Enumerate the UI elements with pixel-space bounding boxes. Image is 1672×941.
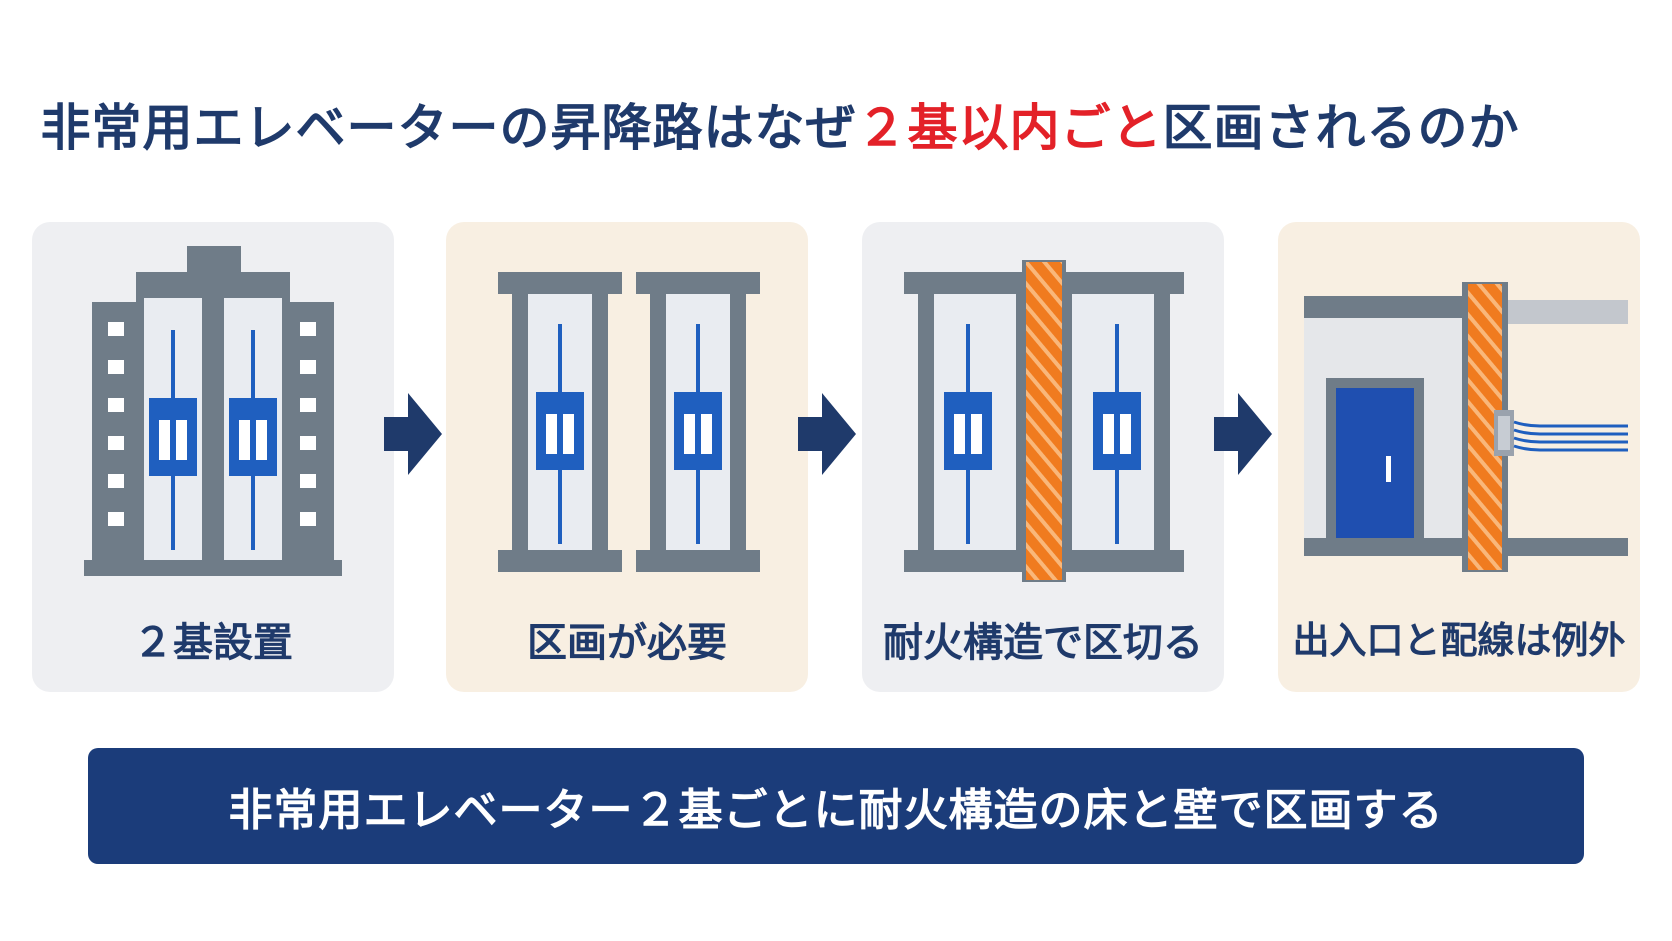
separated-shafts-icon bbox=[498, 272, 760, 572]
building-two-elevators-icon bbox=[84, 246, 342, 576]
arrow-right-icon bbox=[798, 393, 856, 475]
fire-resistant-wall-icon bbox=[904, 260, 1184, 582]
step-panel-1: ２基設置 bbox=[32, 222, 394, 692]
title-text: 非常用エレベーターの昇降路はなぜ bbox=[40, 99, 857, 157]
summary-banner: 非常用エレベーター２基ごとに耐火構造の床と壁で区画する bbox=[88, 748, 1584, 864]
step-panel-3: 耐火構造で区切る bbox=[862, 222, 1224, 692]
arrow-right-icon bbox=[384, 393, 442, 475]
page-title: 非常用エレベーターの昇降路はなぜ２基以内ごと区画されるのか bbox=[0, 88, 1560, 160]
step-panel-2: 区画が必要 bbox=[446, 222, 808, 692]
step-panel-4: 出入口と配線は例外 bbox=[1278, 222, 1640, 692]
step-label-2: 区画が必要 bbox=[527, 620, 727, 666]
step-label-1: ２基設置 bbox=[133, 620, 293, 666]
title-text-end: 区画されるのか bbox=[1162, 99, 1520, 157]
doorway-and-wiring-icon bbox=[1304, 282, 1628, 572]
step-label-3: 耐火構造で区切る bbox=[883, 620, 1203, 666]
title-highlight: ２基以内ごと bbox=[856, 99, 1163, 157]
step-label-4: 出入口と配線は例外 bbox=[1292, 619, 1626, 662]
arrow-right-icon bbox=[1214, 393, 1272, 475]
